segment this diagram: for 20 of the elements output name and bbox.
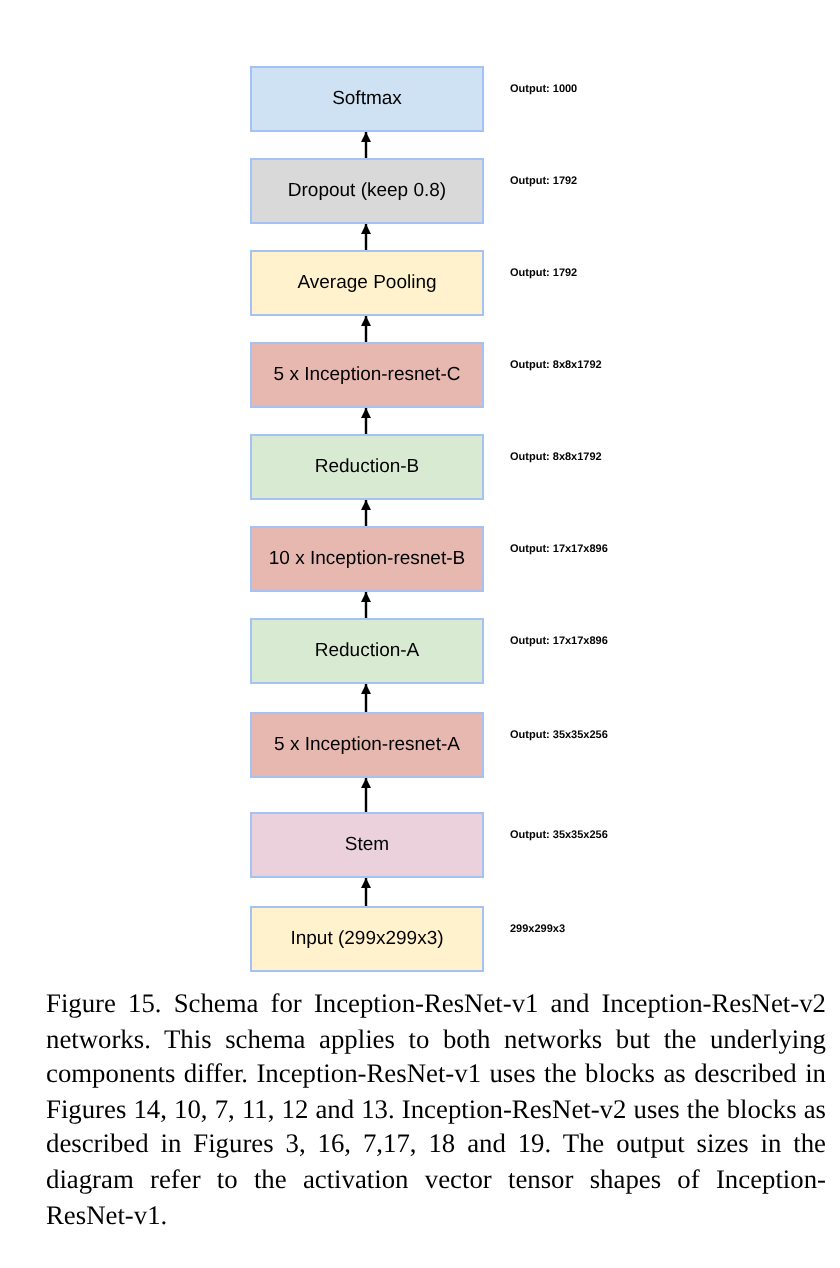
layer-box: Average Pooling [250,250,484,316]
layer-box: Reduction-A [250,618,484,684]
arrow [361,592,371,618]
layer-box: 5 x Inception-resnet-A [250,712,484,778]
layer-box: 10 x Inception-resnet-B [250,526,484,592]
layer-box: Softmax [250,66,484,132]
arrow [361,778,371,812]
arrow [361,878,371,906]
layer-box: Stem [250,812,484,878]
arrow [361,500,371,526]
layer-box: Input (299x299x3) [250,906,484,972]
layer-box: Dropout (keep 0.8) [250,158,484,224]
arrow [361,316,371,342]
arrow [361,684,371,712]
arrow [361,132,371,158]
arrow [361,224,371,250]
layer-box: 5 x Inception-resnet-C [250,342,484,408]
layer-box: Reduction-B [250,434,484,500]
figure-caption: Figure 15. Schema for Inception-ResNet-v1 and Inception-ResNet-v2 networks. This schema applies to both networks but the underlying components differ. Inception-ResNet-v1 uses the blocks as described in Figures 14, 10, 7, 11, 12 and 13. Inception-ResNet-v2 uses the blocks as described in Figures 3, 16, 7,17, 18 and 19. The output sizes in the diagram refer to the activation vector tensor shapes of Inception-ResNet-v1. [46,986,826,1233]
arrow [361,408,371,434]
